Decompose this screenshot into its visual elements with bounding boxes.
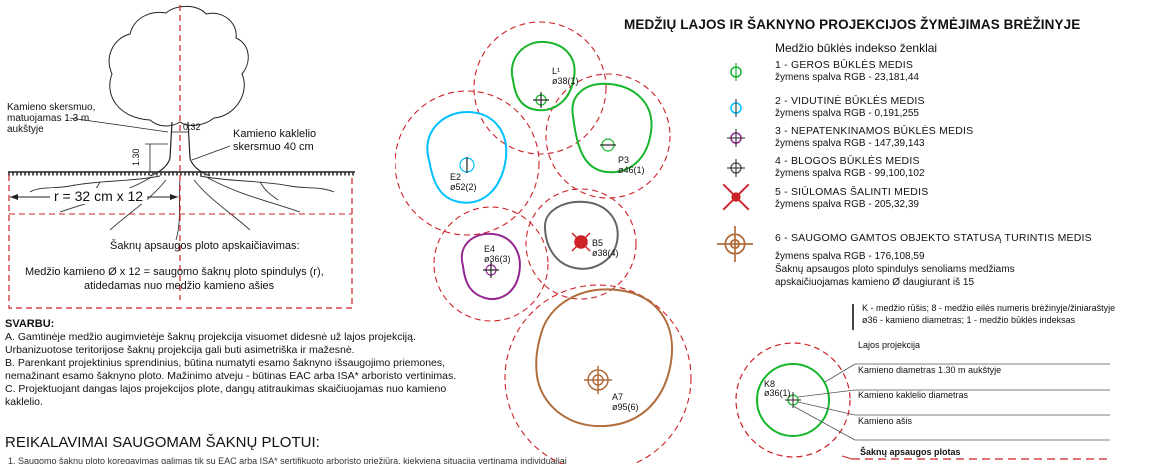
legend-item-bad: 4 - BLOGOS BŪKLĖS MEDIS žymens spalva RG… (723, 155, 1143, 183)
crown-a7 (535, 288, 673, 428)
legend-heading: Medžio būklės indekso ženklai (775, 41, 938, 55)
root-zone-e4 (433, 206, 549, 322)
requirements-item-1: 1. Saugomo šaknų ploto koregavimas galim… (8, 456, 567, 464)
tree-crown-outline (108, 5, 249, 127)
key-diagram (735, 304, 1110, 460)
legend-item-unsatisfactory: 3 - NEPATENKINAMOS BŪKLĖS MEDIS žymens s… (723, 125, 1143, 153)
trunk-e2 (459, 157, 475, 173)
crown-p3 (571, 82, 653, 174)
root-zone-p3 (545, 73, 671, 199)
note-c2: kaklelio. (5, 396, 43, 408)
tree-plan-drawing (395, 21, 692, 464)
note-a2: Urbanizuotose teritorijose šaknų projekc… (5, 344, 355, 356)
collar-dimension: 0.32 (183, 122, 201, 132)
collar-diameter-label: Kamieno kaklelio skersmuo 40 cm (233, 128, 317, 153)
requirements-heading: REIKALAVIMAI SAUGOMAM ŠAKNŲ PLOTUI: (5, 434, 320, 451)
notes-heading: SVARBU: (5, 318, 55, 330)
remove-tree-symbol (722, 183, 750, 211)
key-axis-label: Kamieno ašis (858, 416, 913, 426)
key-trunk-diam-label: Kamieno diametras 1.30 m aukštyje (858, 365, 1002, 375)
trunk-p3 (600, 138, 616, 152)
root-zone-l1 (473, 21, 607, 155)
note-c1: C. Projektuojant dangas lajos projekcijo… (5, 383, 447, 395)
height-dimension: 1.30 (131, 148, 141, 166)
notes-block: SVARBU: A. Gamtinėje medžio augimvietėje… (5, 318, 525, 409)
calc-title: Šaknų apsaugos ploto apskaičiavimas: (110, 240, 300, 252)
trunk-e4 (483, 262, 499, 278)
key-crown-label: Lajos projekcija (858, 340, 921, 350)
root-zone-boundary (8, 175, 353, 309)
trunk-a7 (584, 366, 612, 394)
legend-item-good: 1 - GEROS BŪKLĖS MEDIS žymens spalva RGB… (723, 59, 1143, 87)
root-zone-a7 (504, 284, 692, 464)
good-tree-symbol (730, 63, 742, 81)
root-zone-e2 (395, 90, 540, 236)
legend-footnote-2: apskaičiuojamas kamieno Ø daugiurant iš … (775, 277, 974, 288)
note-b1: B. Parenkant projektinius sprendinius, b… (5, 357, 446, 369)
medium-tree-symbol (730, 99, 742, 117)
crown-e4 (460, 232, 521, 300)
legend-item-protected: 6 - SAUGOMO GAMTOS OBJEKTO STATUSĄ TURIN… (717, 226, 1143, 262)
root-system (29, 175, 335, 241)
bad-tree-symbol (727, 159, 745, 177)
key-root-zone-label: Šaknų apsaugos plotas (860, 447, 961, 457)
note-a1: A. Gamtinėje medžio augimvietėje šaknų p… (5, 331, 416, 343)
key-crown (756, 363, 830, 437)
trunk-b5 (571, 232, 591, 252)
legend-item-medium: 2 - VIDUTINĖ BŪKLĖS MEDIS žymens spalva … (723, 95, 1143, 123)
calc-line-1: Medžio kamieno Ø x 12 = saugomo šaknų pl… (25, 266, 324, 278)
crown-e2 (426, 110, 508, 204)
tree-section-drawing (8, 5, 355, 309)
key-collar-label: Kamieno kaklelio diametras (858, 390, 969, 400)
crown-l1 (510, 40, 576, 112)
calc-line-2: atidedamas nuo medžio kamieno ašies (84, 280, 275, 292)
note-b2: nemažinant esamo šaknyno ploto. Mažinimo… (5, 370, 457, 382)
key-legend-line-2: ø36 - kamieno diametras; 1 - medžio būkl… (862, 315, 1076, 325)
trunk-l1 (533, 92, 549, 108)
page-title: MEDŽIŲ LAJOS IR ŠAKNYNO PROJEKCIJOS ŽYMĖ… (624, 17, 1081, 32)
protected-tree-symbol (717, 226, 753, 262)
crown-b5 (543, 200, 619, 270)
root-zone-b5 (525, 188, 637, 300)
unsatisfactory-tree-symbol (727, 129, 745, 147)
trunk-diameter-label: Kamieno skersmuo, matuojamas 1.3 m aukšt… (7, 102, 96, 135)
key-legend-line-1: K - medžio rūšis; 8 - medžio eilės numer… (862, 303, 1116, 313)
radius-label: r = 32 cm x 12 (50, 188, 148, 204)
legend-item-remove: 5 - SIŪLOMAS ŠALINTI MEDIS žymens spalva… (722, 183, 1143, 214)
legend-footnote-1: Šaknų apsaugos ploto spindulys senoliams… (775, 264, 1015, 275)
legend-item-protected-rgb: žymens spalva RGB - 176,108,59 (775, 251, 925, 262)
key-root-zone (735, 342, 851, 458)
